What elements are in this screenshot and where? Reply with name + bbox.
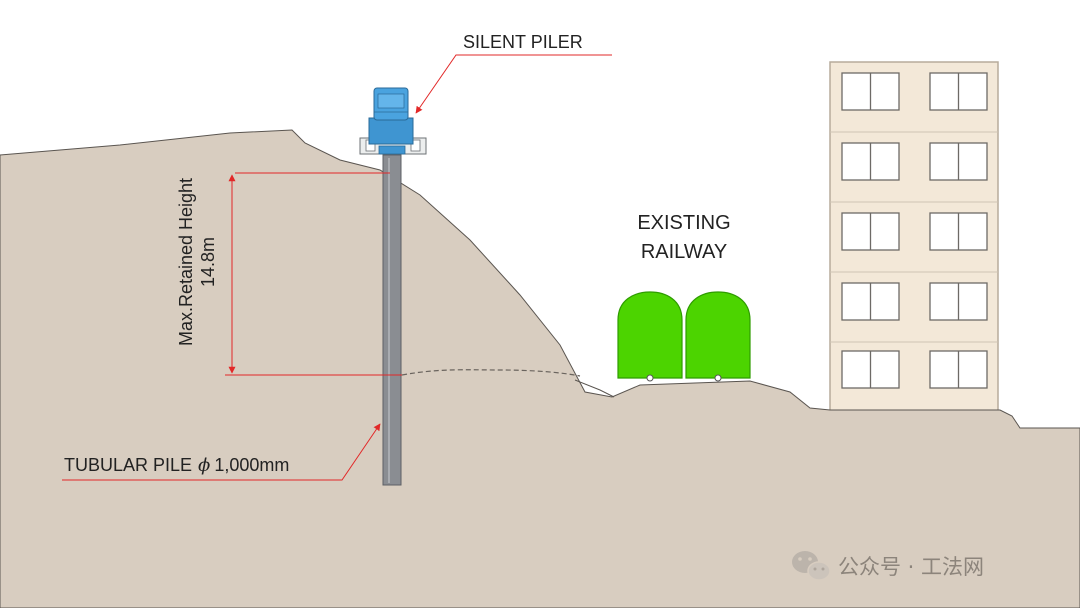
silent-piler-machine (359, 87, 427, 155)
height-label-value: 14.8m (198, 237, 218, 287)
height-label-title: Max.Retained Height (176, 178, 196, 346)
watermark: 公众号 · 工法网 (792, 551, 984, 581)
pile-size-text: 1,000mm (214, 455, 289, 475)
wechat-icon (792, 551, 831, 581)
railway-label-line1: EXISTING (637, 212, 730, 234)
apartment-building (829, 61, 999, 413)
watermark-text: 公众号 · 工法网 (838, 555, 984, 579)
slope-detail-line (574, 379, 615, 398)
railway-train-right (685, 291, 751, 382)
height-label-group: Max.Retained Height 14.8m (176, 178, 218, 346)
ground-profile (0, 129, 1080, 608)
silent-piler-leader (415, 54, 612, 114)
pile-diameter-symbol: ϕ (198, 455, 210, 476)
tubular-pile-text: TUBULAR PILE (64, 455, 192, 475)
tubular-pile-leader (62, 423, 381, 481)
silent-piler-label: SILENT PILER (463, 32, 583, 52)
railway-train-left (617, 291, 683, 382)
original-ground-line (401, 369, 581, 377)
tubular-pile (382, 154, 402, 486)
railway-label-line2: RAILWAY (641, 241, 727, 263)
